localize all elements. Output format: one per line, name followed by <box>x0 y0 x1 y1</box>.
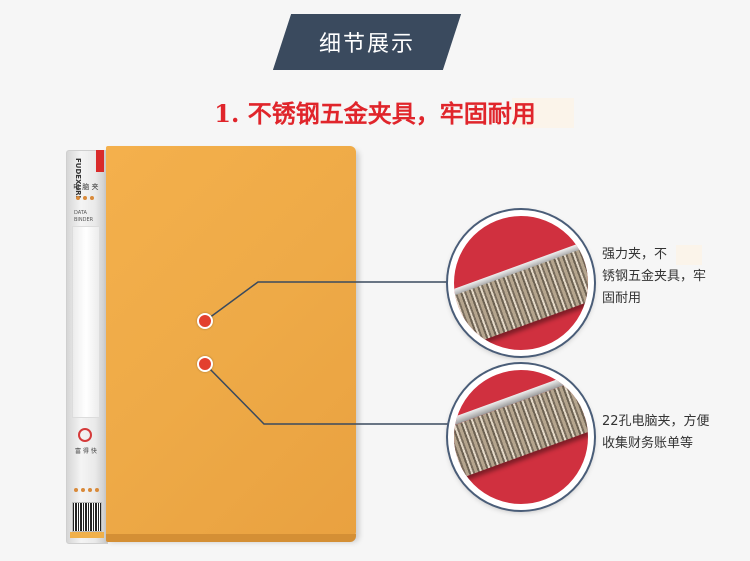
barcode <box>72 502 102 532</box>
spine-brand: FUDEXURI <box>74 158 82 199</box>
detail-caption-1: 强力夹，不 锈钢五金夹具，牢 固耐用 <box>602 247 707 306</box>
detail-image-1 <box>448 210 594 356</box>
spine-en: DATA BINDER <box>74 210 94 223</box>
spine-foot <box>70 532 104 538</box>
header-title: 细节展示 <box>318 32 415 57</box>
subtitle-highlight <box>512 98 574 128</box>
spine-dots-bottom <box>74 488 99 492</box>
marker-dot-2[interactable] <box>197 356 213 372</box>
detail-image-2 <box>448 364 594 510</box>
spine-red-tag <box>96 150 104 172</box>
spine-logo-text: 富 得 快 <box>75 448 97 455</box>
binder-cover <box>106 146 356 538</box>
binder-image: FUDEXURI 电 脑 夹 DATA BINDER 富 得 快 <box>66 146 366 546</box>
caption-highlight-1 <box>676 245 702 265</box>
spine-name: 电 脑 夹 <box>73 183 99 191</box>
callout-line-1 <box>204 281 470 322</box>
brand-logo-icon <box>78 428 92 442</box>
callout-line-2 <box>204 363 470 425</box>
detail-caption-2: 22孔电脑夹，方便 收集财务账单等 <box>602 414 710 451</box>
marker-dot-1[interactable] <box>197 313 213 329</box>
spine-label-window <box>72 226 100 418</box>
binder-cover-edge <box>106 534 356 542</box>
spine-dots <box>76 196 94 200</box>
subtitle: 1. 不锈钢五金夹具，牢固耐用 <box>214 99 536 128</box>
